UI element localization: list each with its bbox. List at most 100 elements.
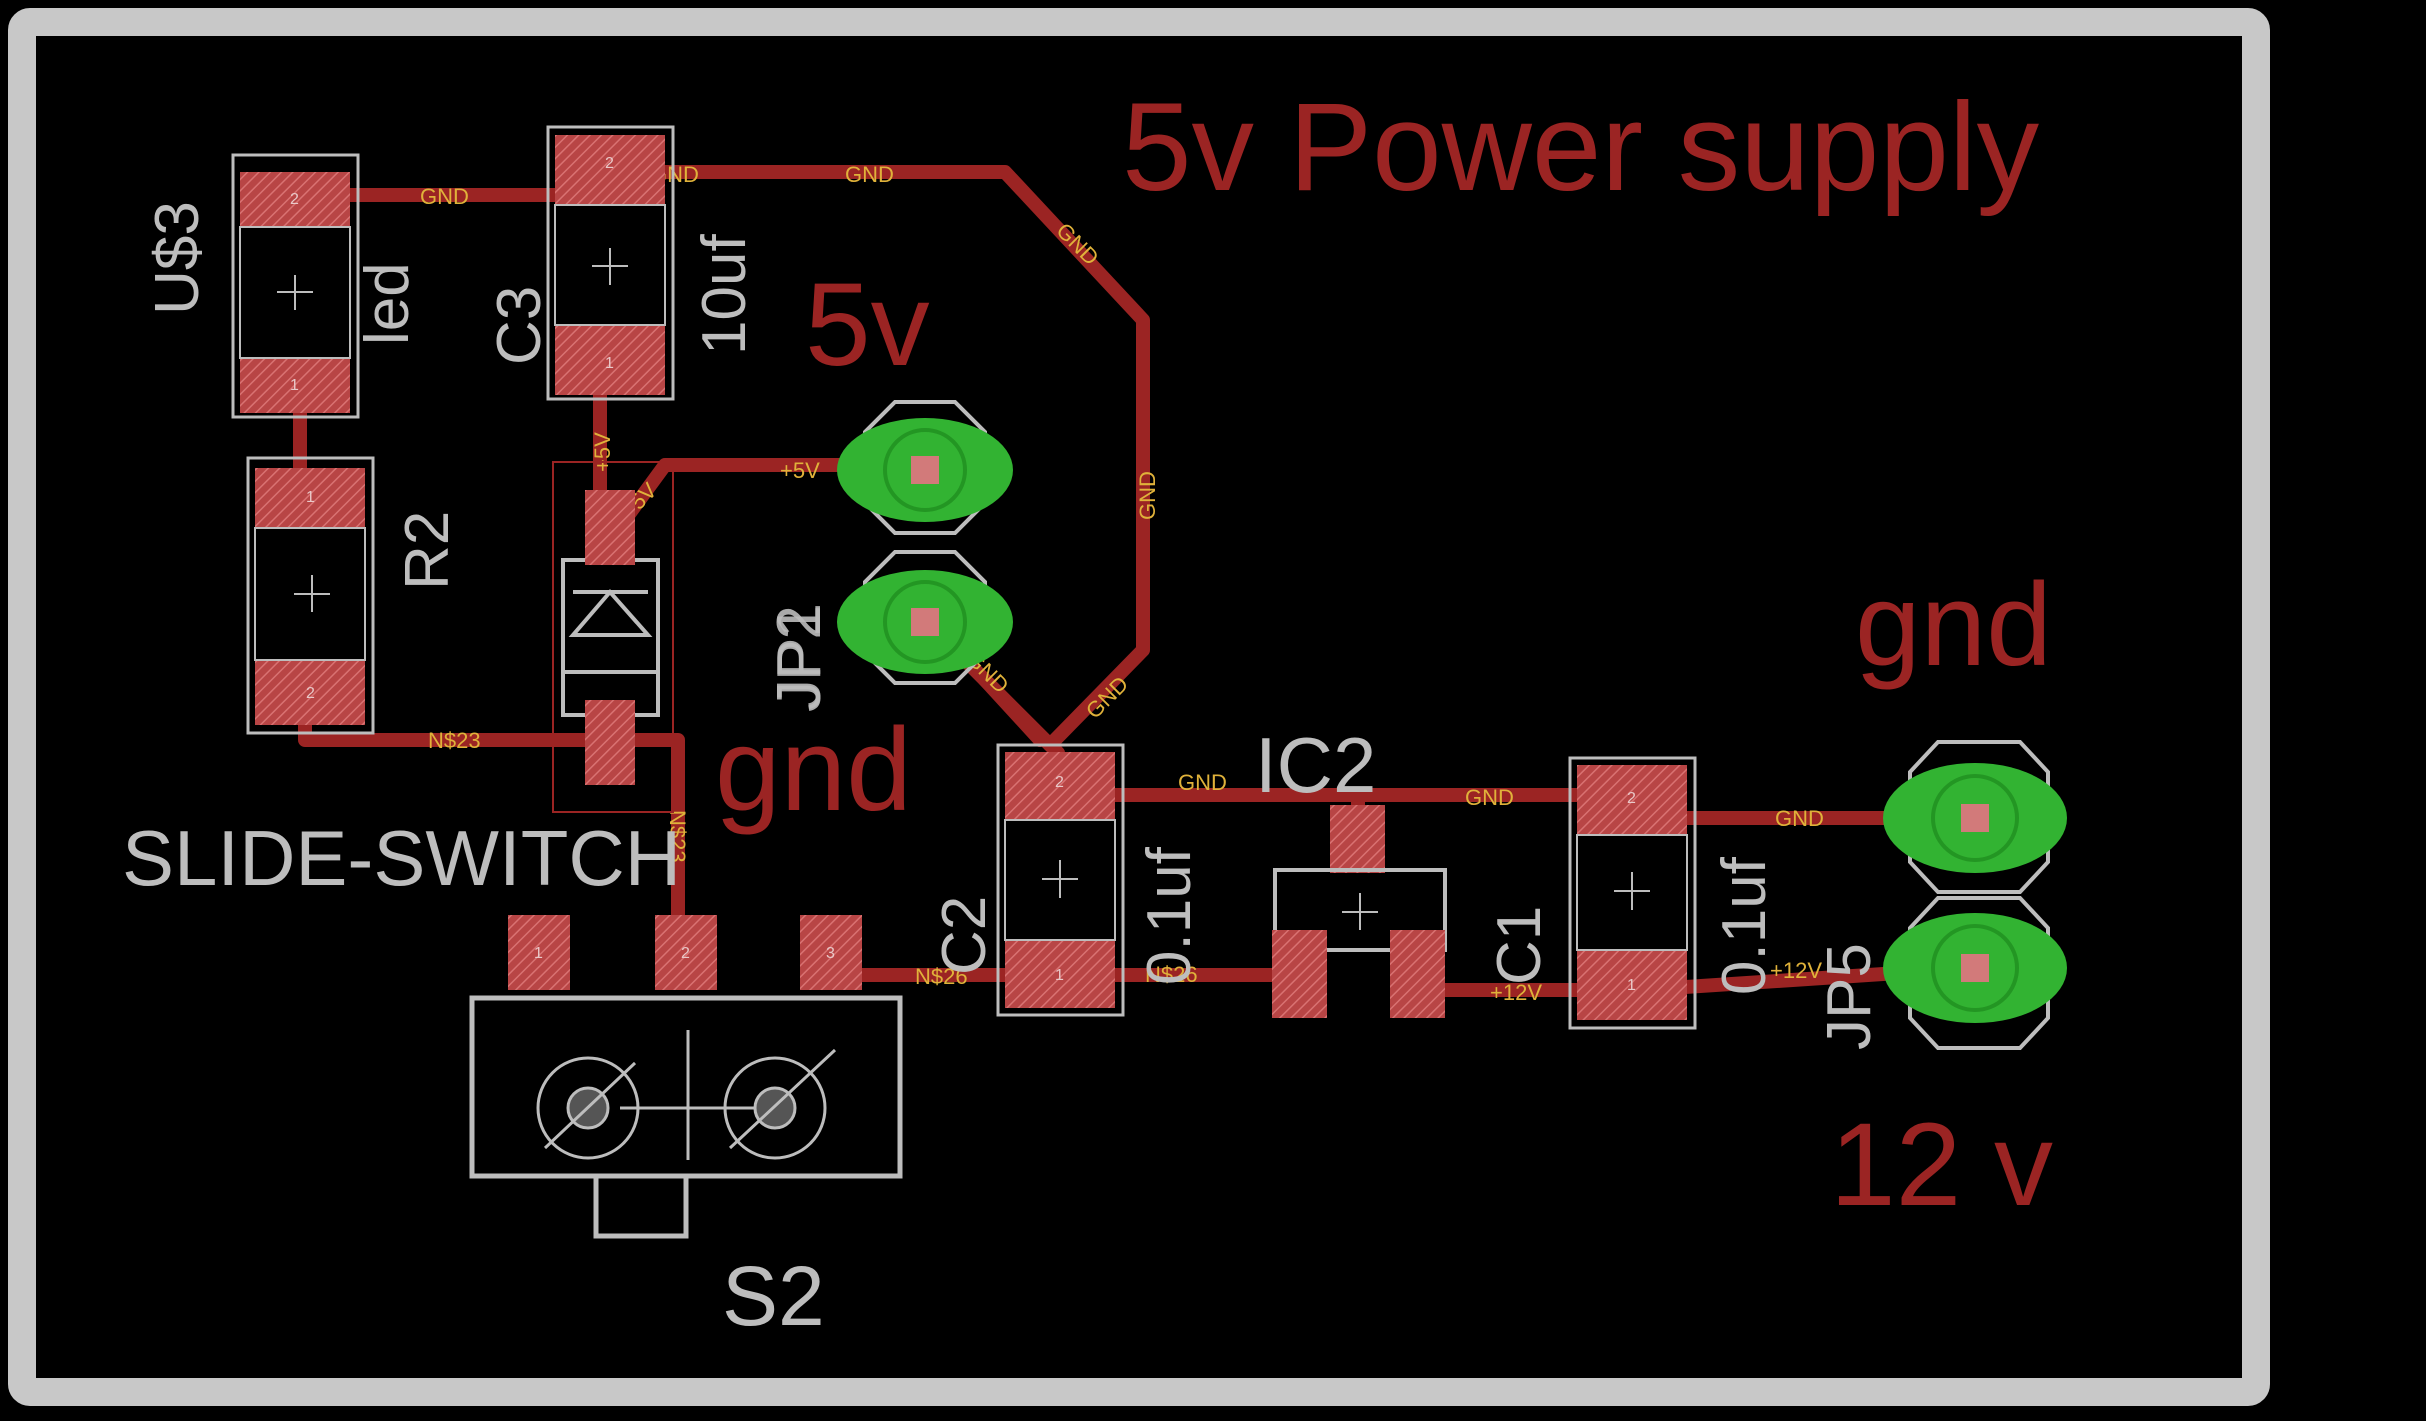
s2-body: [469, 995, 903, 1179]
s2-pad-3: [800, 915, 862, 990]
c1-center-mark: [1614, 872, 1650, 910]
s2-pad-2-number: 2: [681, 945, 690, 962]
r2-pad-2: [255, 660, 365, 725]
c2-designator: C2: [930, 896, 999, 975]
c1-outline: [1568, 756, 1697, 1030]
ic2-pad-right: [1390, 930, 1445, 1018]
ic2-body: [1273, 868, 1447, 952]
diode-pad-2: [585, 700, 635, 785]
c3-designator: C3: [485, 286, 554, 365]
jp5-ring-top: [1931, 774, 2019, 862]
component-jp5: JP5: [1815, 740, 2067, 1050]
component-ic2: IC2: [1255, 721, 1447, 1018]
jp2-designator: JP2: [765, 605, 834, 712]
us3-outline: [231, 153, 360, 419]
jp5-hole-bottom: [1961, 954, 1989, 982]
c3-value: 10uf: [690, 234, 759, 355]
component-slide-switch: 1 2 3 SLIDE-SWITCH S2: [122, 814, 903, 1343]
net-label-n23-3: N$23: [665, 810, 690, 863]
c2-pad-2-number: 2: [1055, 774, 1064, 791]
c2-value: 0.1uf: [1135, 846, 1204, 985]
net-label-gnd-5: GND: [1135, 471, 1160, 520]
component-c3: 2 1 C3 10uf: [485, 125, 759, 401]
jp1-ring: [883, 428, 967, 512]
jp5-designator: JP5: [1815, 943, 1884, 1050]
c2-pad-1: [1005, 940, 1115, 1008]
us3-pad-2-number: 2: [290, 191, 299, 208]
net-label-12v-2: +12V: [1770, 958, 1822, 983]
net-label-5v-2: +5V: [780, 458, 820, 483]
net-label-n26-2: N$26: [1145, 962, 1198, 987]
c3-outline: [546, 125, 675, 401]
jp5-hole-top: [1961, 804, 1989, 832]
c3-pad-1: [555, 325, 665, 395]
net-label-n23-2: N$23: [428, 728, 481, 753]
r2-designator: R2: [393, 511, 462, 590]
ic2-pad-left: [1272, 930, 1327, 1018]
diode-outline: [561, 558, 660, 717]
diode-keepout: [552, 461, 674, 813]
c3-pad-2: [555, 135, 665, 205]
us3-pad-1-number: 1: [290, 377, 299, 394]
c1-value: 0.1uf: [1710, 856, 1779, 995]
net-label-gnd-1: GND: [420, 184, 469, 209]
s2-pad-1: [508, 915, 570, 990]
label-gnd-top: gnd: [1855, 559, 2052, 691]
slide-switch-label: SLIDE-SWITCH: [122, 814, 681, 902]
jp2-hole: [911, 608, 939, 636]
c2-center-mark: [1042, 860, 1078, 898]
net-label-gnd-8: GND: [1178, 770, 1227, 795]
net-label-gnd-9: GND: [1465, 785, 1514, 810]
net-label-5v-1: +5V: [590, 432, 615, 472]
component-jp1-jp2: JP1 JP2: [765, 400, 1013, 712]
r2-pad-1: [255, 468, 365, 528]
ic2-pad-top: [1330, 805, 1385, 873]
label-gnd-mid: gnd: [715, 704, 912, 836]
s2-pad-3-number: 3: [826, 945, 835, 962]
c2-pad-1-number: 1: [1055, 967, 1064, 984]
component-c1: 2 1 C1 0.1uf: [1485, 756, 1779, 1030]
net-label-gnd-3: GND: [845, 162, 894, 187]
jp2-ring: [883, 580, 967, 664]
s2-designator: S2: [722, 1249, 825, 1343]
copper-labels: 5v Power supply 5v gnd gnd 12 v: [715, 78, 2053, 1231]
c2-outline: [996, 743, 1125, 1017]
diode-pad-1: [585, 490, 635, 565]
c3-center-mark: [592, 248, 628, 285]
label-12v: 12 v: [1830, 1099, 2053, 1231]
label-5v: 5v: [805, 259, 930, 391]
component-us3-led: 2 1 U$3 led: [143, 153, 422, 419]
c3-pad-2-number: 2: [605, 155, 614, 172]
jp1-designator: JP1: [765, 603, 834, 710]
us3-designator: U$3: [143, 201, 212, 315]
net-label-gnd-6: GND: [1081, 671, 1133, 723]
c1-pad-1: [1577, 950, 1687, 1020]
us3-center-mark: [277, 275, 313, 310]
board-outline: [8, 8, 2270, 1406]
s2-pad-2: [655, 915, 717, 990]
jp5-ring-bottom: [1931, 924, 2019, 1012]
c1-pad-2: [1577, 765, 1687, 835]
jp1-hole: [911, 456, 939, 484]
s2-pad-1-number: 1: [534, 945, 543, 962]
c2-pad-2: [1005, 752, 1115, 820]
r2-pad-2-number: 2: [306, 685, 315, 702]
c3-pad-1-number: 1: [605, 355, 614, 372]
net-label-n26-1: N$26: [915, 964, 968, 989]
c1-designator: C1: [1485, 906, 1554, 985]
component-diode: [552, 461, 674, 813]
net-label-gnd-10: GND: [1775, 806, 1824, 831]
component-r2: 1 2 R2: [246, 456, 462, 735]
diode-symbol: [568, 588, 653, 637]
s2-actuator: [593, 1173, 689, 1239]
net-label-12v-1: +12V: [1490, 980, 1542, 1005]
us3-pad-2: [240, 172, 350, 227]
us3-value: led: [353, 262, 422, 345]
us3-pad-1: [240, 358, 350, 413]
s2-cross: [543, 1030, 837, 1160]
ic2-designator: IC2: [1255, 721, 1376, 809]
r2-center-mark: [294, 575, 330, 612]
board-title: 5v Power supply: [1122, 78, 2040, 217]
c1-pad-2-number: 2: [1627, 790, 1636, 807]
